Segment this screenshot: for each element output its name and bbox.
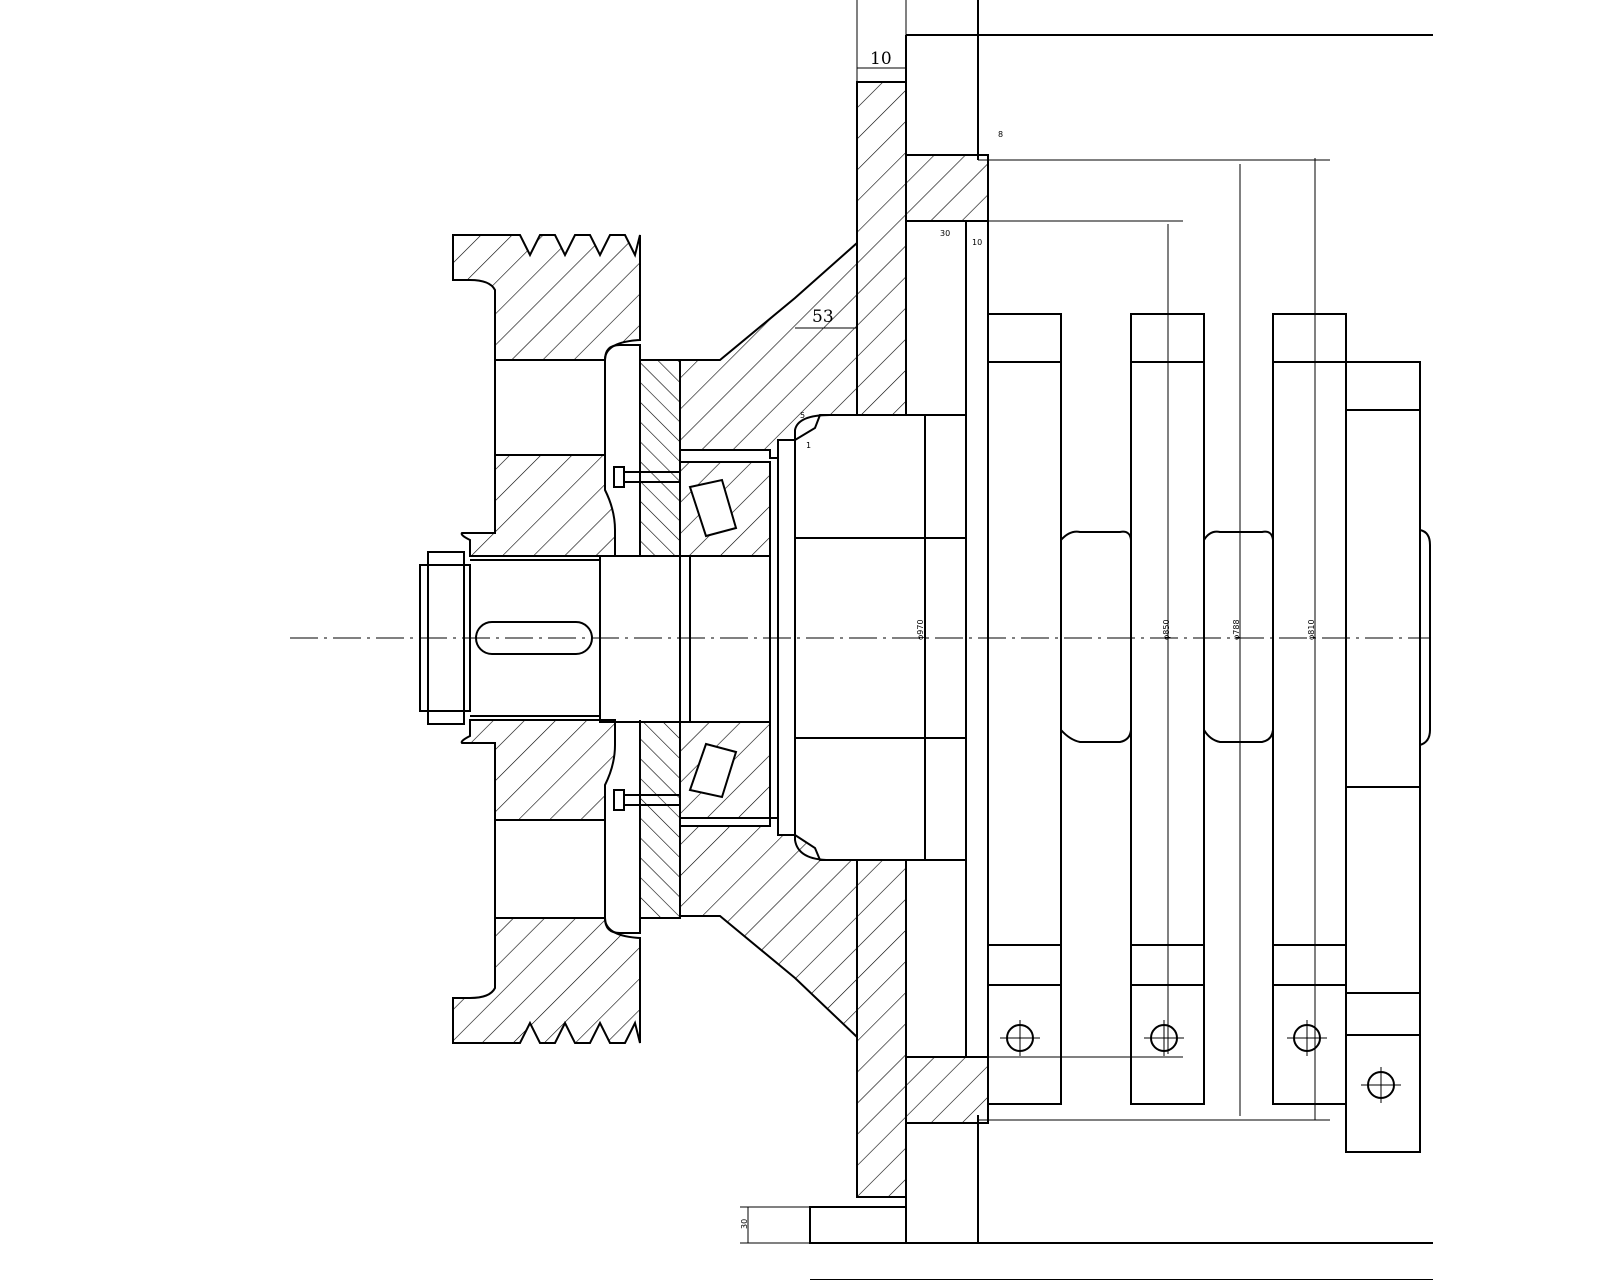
dimension-labels: 10 53 30 8 30 10 5 1 φ970 φ850 φ788 φ810 — [740, 49, 1316, 1229]
pin-hole — [1144, 1020, 1184, 1056]
bearing-housing — [639, 240, 858, 1040]
dim-small-1: 8 — [998, 130, 1003, 139]
dim-small-5: 1 — [806, 441, 811, 450]
dim-dia-2: φ850 — [1162, 619, 1171, 640]
v-belt-pulley — [452, 234, 641, 1044]
pin-hole — [1000, 1020, 1040, 1056]
dim-flange-offset: 53 — [812, 307, 834, 327]
dim-base-height: 30 — [740, 1219, 749, 1229]
dim-dia-1: φ970 — [916, 619, 925, 640]
pin-hole — [1361, 1067, 1401, 1103]
bolt — [613, 789, 681, 811]
pin-hole — [1287, 1020, 1327, 1056]
dim-dia-4: φ810 — [1307, 619, 1316, 640]
dim-dia-3: φ788 — [1232, 619, 1241, 640]
dim-small-4: 5 — [800, 411, 805, 420]
dim-top-gap: 10 — [870, 49, 892, 69]
mounting-flange — [856, 0, 989, 1198]
dim-small-2: 30 — [940, 229, 950, 238]
diameter-dimensions — [924, 158, 1316, 1120]
crank-discs — [987, 313, 1431, 1153]
roller-bearing — [679, 461, 771, 819]
bolt — [613, 466, 681, 488]
base-plate — [740, 1206, 1433, 1280]
dim-small-3: 10 — [972, 238, 982, 247]
